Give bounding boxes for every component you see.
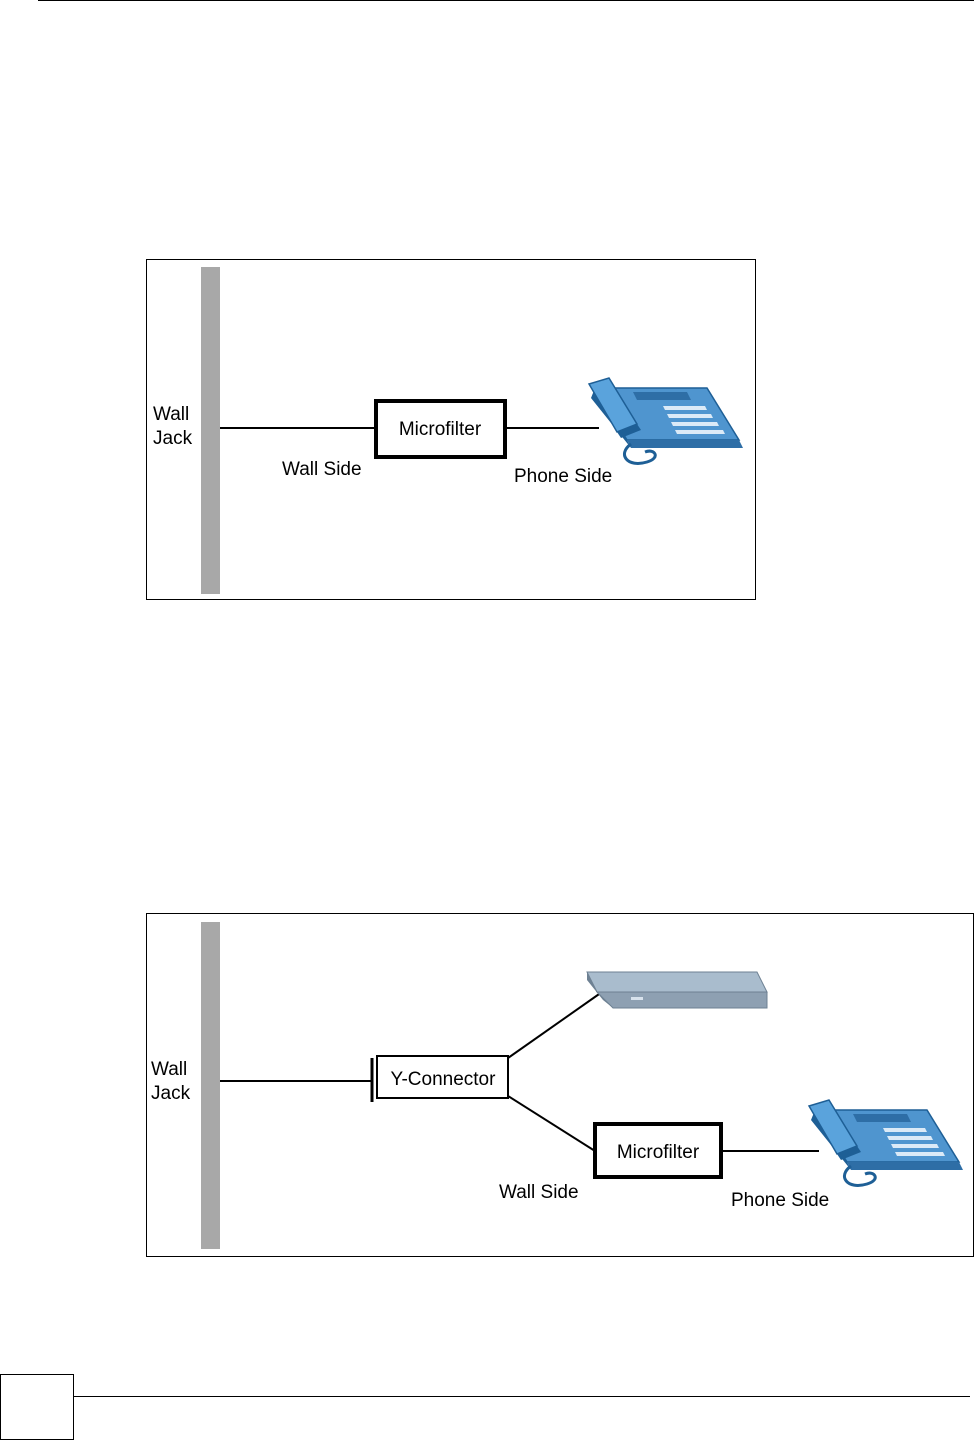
figure2-diagram: Wall Jack Y-Connector Microfilter Wall S…	[147, 914, 973, 1256]
header-rule	[38, 0, 974, 1]
wall-jack-label-line1: Wall	[151, 1059, 187, 1080]
phone-side-label: Phone Side	[514, 466, 612, 487]
page-number-box	[0, 1374, 74, 1440]
figure-microfilter-connection: Wall Jack Microfilter Wall Side Phone Si…	[146, 259, 756, 600]
dsl-device-icon	[587, 972, 767, 1008]
telephone-icon	[589, 378, 743, 463]
phone-side-label: Phone Side	[731, 1190, 829, 1211]
line-to-microfilter	[508, 1096, 595, 1151]
telephone-icon	[809, 1100, 963, 1185]
wall-jack-bar	[201, 922, 220, 1249]
y-connector-label: Y-Connector	[391, 1069, 497, 1090]
wall-jack-label-line2: Jack	[153, 428, 193, 449]
wall-side-label: Wall Side	[282, 459, 362, 480]
wall-jack-label-line2: Jack	[151, 1083, 191, 1104]
line-to-device	[508, 992, 602, 1058]
figure-y-connector-connection: Wall Jack Y-Connector Microfilter Wall S…	[146, 913, 974, 1257]
figure1-diagram: Wall Jack Microfilter Wall Side Phone Si…	[147, 260, 755, 599]
wall-jack-bar	[201, 267, 220, 594]
footer-rule	[74, 1396, 970, 1397]
microfilter-label: Microfilter	[617, 1142, 700, 1163]
wall-side-label: Wall Side	[499, 1182, 579, 1203]
wall-jack-label-line1: Wall	[153, 404, 189, 425]
microfilter-label: Microfilter	[399, 419, 482, 440]
